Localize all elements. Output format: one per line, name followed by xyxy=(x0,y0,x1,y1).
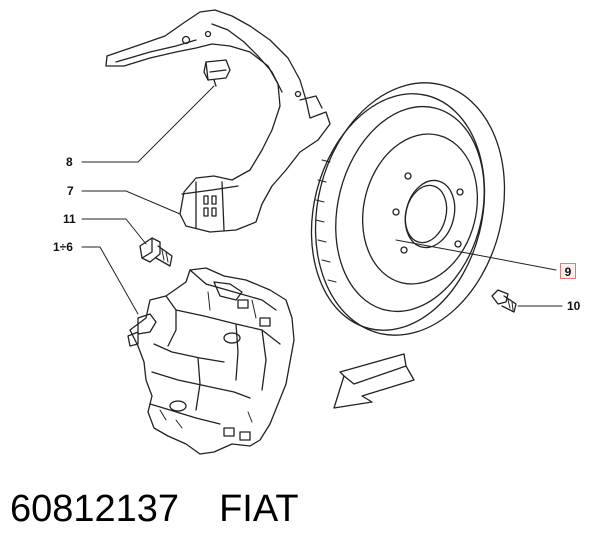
dust-shield xyxy=(105,9,331,233)
part-footer: 60812137 FIAT xyxy=(10,487,299,531)
part-number: 60812137 xyxy=(10,488,180,530)
brand-name: FIAT xyxy=(219,488,299,530)
disc-bolt xyxy=(491,289,517,313)
callout-label-1-6: 1÷6 xyxy=(53,240,73,254)
brake-disc xyxy=(310,82,506,336)
callout-label-9-highlighted[interactable]: 9 xyxy=(560,263,576,279)
callout-label-11: 11 xyxy=(63,212,76,226)
guide-pin xyxy=(139,237,173,267)
shield-screw xyxy=(203,59,231,87)
brake-caliper xyxy=(127,267,295,455)
callout-label-10: 10 xyxy=(567,299,581,313)
callout-label-8: 8 xyxy=(66,155,73,169)
leader-lines xyxy=(81,85,563,315)
callout-label-7: 7 xyxy=(67,184,74,198)
direction-arrow xyxy=(333,353,415,409)
